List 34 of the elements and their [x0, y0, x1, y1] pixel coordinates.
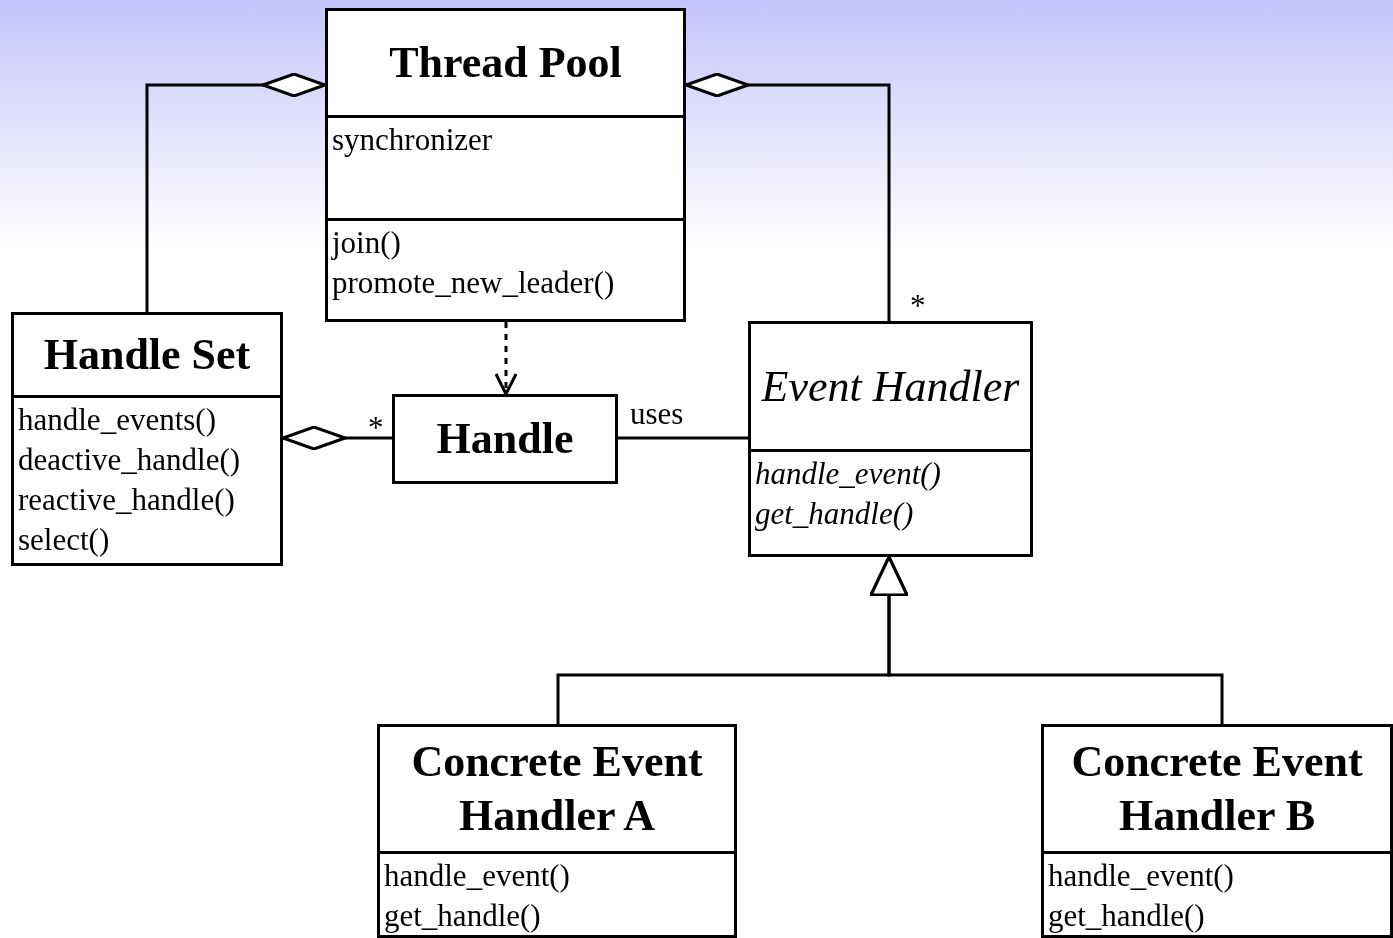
class-name: Event Handler: [761, 360, 1020, 413]
class-box: [325, 8, 686, 322]
inheritance-arrow: [869, 555, 1224, 724]
class-name: Handle: [436, 413, 574, 465]
method-text: handle_event(): [384, 857, 571, 895]
multiplicity-label: *: [368, 412, 384, 444]
class-name: Handle Set: [43, 329, 251, 381]
class-name: Thread Pool: [389, 37, 622, 89]
method-text: reactive_handle(): [18, 481, 236, 519]
class-name: Concrete Event Handler B: [1070, 736, 1364, 842]
attribute-text: synchronizer: [332, 121, 494, 159]
class-box: [748, 321, 1033, 557]
class-box: [11, 312, 283, 566]
method-text: promote_new_leader(): [332, 264, 616, 302]
class-box: [392, 394, 618, 484]
method-text: handle_events(): [18, 401, 217, 439]
aggregation-line: [145, 72, 327, 312]
aggregation-line: [684, 72, 891, 321]
method-text: get_handle(): [1048, 897, 1206, 935]
method-text: select(): [18, 521, 111, 559]
dashed-arrow: [494, 322, 518, 396]
class-box: [1041, 724, 1393, 938]
method-text: handle_event(): [1048, 857, 1235, 895]
method-text: deactive_handle(): [18, 441, 242, 479]
class-box: [377, 724, 737, 938]
method-text: get_handle(): [755, 495, 915, 533]
method-text: join(): [332, 224, 402, 262]
multiplicity-label: *: [910, 290, 926, 322]
class-name: Concrete Event Handler A: [410, 736, 704, 842]
method-text: get_handle(): [384, 897, 542, 935]
association-line: [618, 436, 748, 440]
method-text: handle_event(): [755, 455, 942, 493]
aggregation-line: [281, 425, 392, 451]
edge-label: uses: [630, 398, 684, 430]
